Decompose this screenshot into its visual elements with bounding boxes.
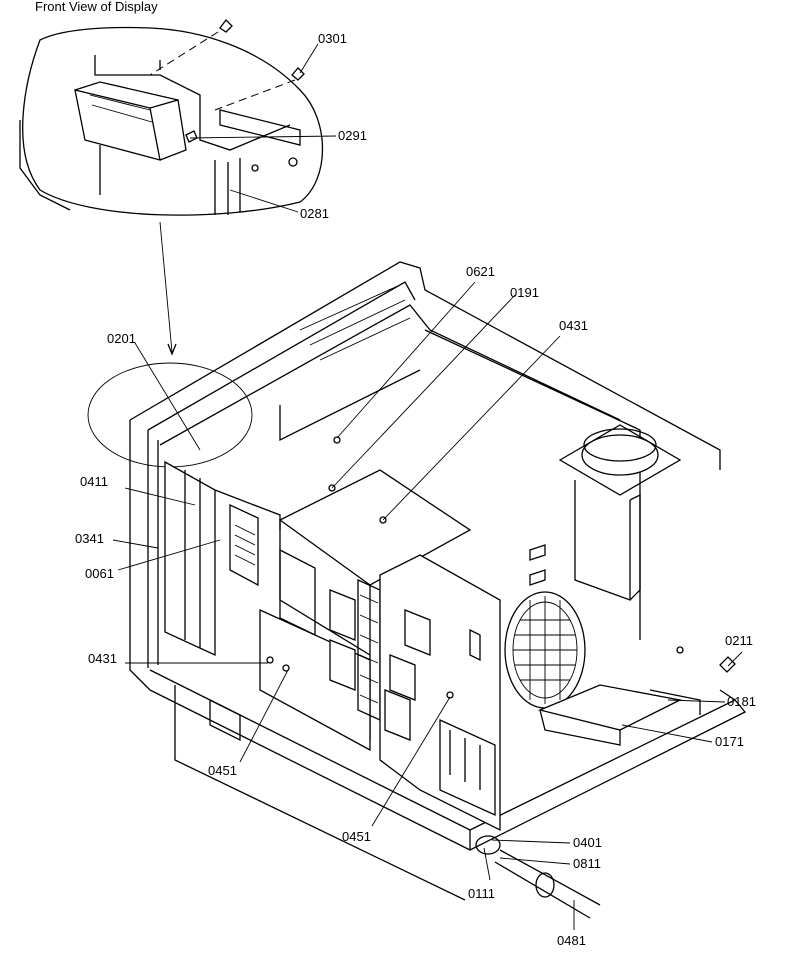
callout-0291: 0291 bbox=[338, 128, 367, 143]
callout-0061: 0061 bbox=[85, 566, 114, 581]
callout-leaders bbox=[112, 43, 743, 930]
callout-0181: 0181 bbox=[727, 694, 756, 709]
display-detail-inset bbox=[19, 19, 324, 216]
callout-0811: 0811 bbox=[573, 856, 601, 871]
callout-0431-left: 0431 bbox=[88, 651, 117, 666]
callout-0281: 0281 bbox=[300, 206, 329, 221]
callout-0301: 0301 bbox=[318, 31, 347, 46]
cabinet-assembly bbox=[129, 261, 747, 919]
callout-0431-top: 0431 bbox=[559, 318, 588, 333]
callout-0481: 0481 bbox=[557, 933, 586, 948]
side-bracket bbox=[164, 460, 216, 657]
callout-0451-bottom: 0451 bbox=[342, 829, 371, 844]
callout-0411: 0411 bbox=[80, 474, 108, 489]
air-duct-ring bbox=[581, 434, 659, 476]
callout-0201: 0201 bbox=[107, 331, 136, 346]
diagram-title: Front View of Display bbox=[35, 0, 158, 14]
callout-0451-left: 0451 bbox=[208, 763, 237, 778]
callout-0211: 0211 bbox=[725, 633, 753, 648]
detail-highlight-circle bbox=[87, 362, 253, 468]
callout-0171: 0171 bbox=[715, 734, 744, 749]
terminal-block bbox=[439, 718, 496, 817]
callout-0191: 0191 bbox=[510, 285, 539, 300]
callout-0341: 0341 bbox=[75, 531, 104, 546]
screw-0301-icon bbox=[291, 67, 305, 81]
display-module bbox=[74, 89, 161, 161]
callout-0111: 0111 bbox=[468, 886, 495, 901]
callout-labels: 0301 0291 0281 0621 0191 0431 0201 0411 … bbox=[75, 31, 756, 948]
screw-top-icon bbox=[219, 19, 233, 33]
callout-0401: 0401 bbox=[573, 835, 602, 850]
callout-0621: 0621 bbox=[466, 264, 495, 279]
inset-leader-line bbox=[159, 221, 173, 353]
board-tray bbox=[278, 469, 472, 586]
